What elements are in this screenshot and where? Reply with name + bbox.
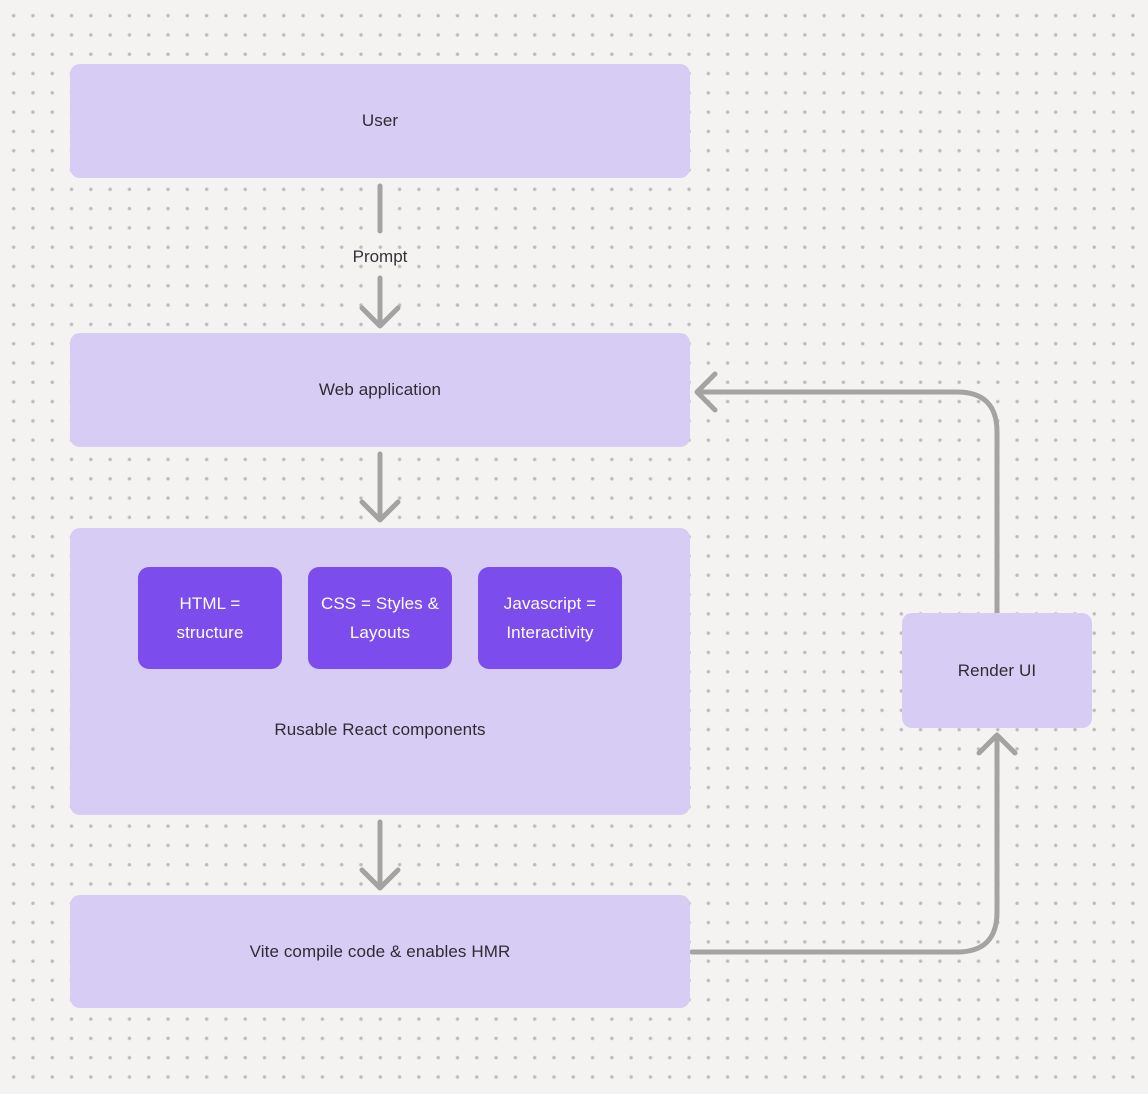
chip-javascript-label: Javascript = Interactivity xyxy=(503,594,597,642)
chip-html-label: HTML = structure xyxy=(176,594,244,642)
node-user: User xyxy=(70,64,690,178)
connector-vite-to-render xyxy=(689,736,1000,955)
node-web-application: Web application xyxy=(70,333,690,447)
node-render-ui-label: Render UI xyxy=(957,660,1037,680)
node-vite: Vite compile code & enables HMR xyxy=(70,895,690,1008)
arrowhead-down-icon xyxy=(359,499,401,523)
components-row: HTML = structure CSS = Styles & Layouts … xyxy=(70,528,690,669)
connector-render-to-webapp xyxy=(698,389,1000,616)
arrowhead-up-icon xyxy=(976,732,1018,756)
node-components-group: HTML = structure CSS = Styles & Layouts … xyxy=(70,528,690,815)
node-vite-label: Vite compile code & enables HMR xyxy=(249,941,511,961)
node-web-application-label: Web application xyxy=(318,380,442,399)
chip-html: HTML = structure xyxy=(138,567,282,669)
components-group-caption: Rusable React components xyxy=(274,720,486,739)
arrowhead-down-icon xyxy=(359,867,401,891)
chip-javascript: Javascript = Interactivity xyxy=(478,567,622,669)
arrowhead-left-icon xyxy=(694,371,718,413)
node-render-ui: Render UI xyxy=(902,613,1092,728)
node-user-label: User xyxy=(361,111,399,130)
edge-label-prompt: Prompt xyxy=(352,247,408,266)
arrowhead-down-icon xyxy=(359,305,401,329)
chip-css-label: CSS = Styles & Layouts xyxy=(320,594,440,642)
chip-css: CSS = Styles & Layouts xyxy=(308,567,452,669)
